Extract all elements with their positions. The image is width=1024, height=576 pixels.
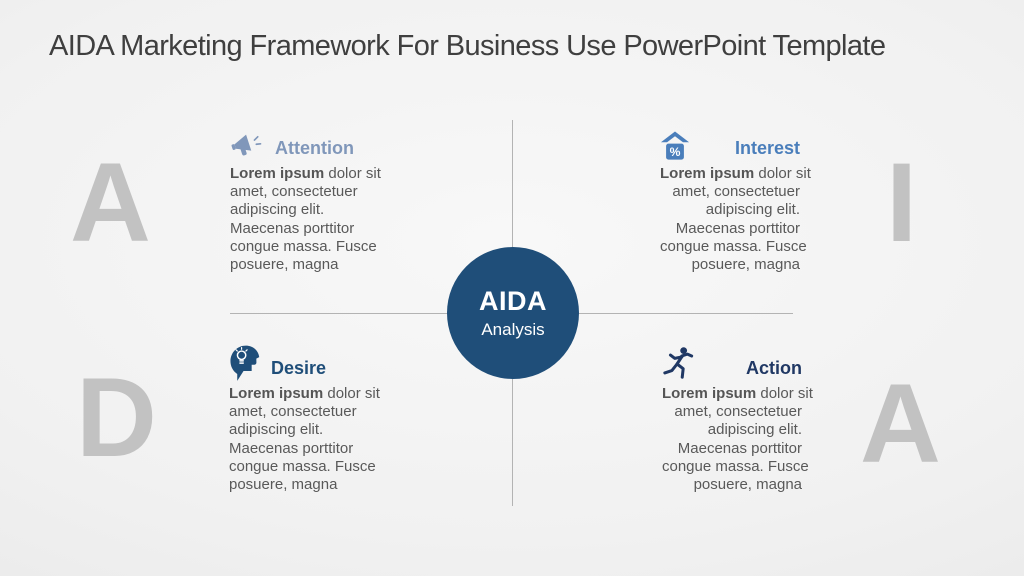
quadrant-interest-label: Interest bbox=[734, 138, 800, 159]
background-letter-bottom-right: A bbox=[860, 361, 941, 486]
body-line: posuere, magna bbox=[230, 256, 339, 274]
body-line-rest: dolor sit bbox=[324, 165, 381, 182]
quadrant-desire: Desire Lorem ipsum dolor sit amet, conse… bbox=[229, 344, 380, 494]
body-line: congue massa. Fusce bbox=[229, 457, 376, 475]
body-line: congue massa. Fusce bbox=[230, 237, 377, 255]
body-line: amet, consectetuer bbox=[229, 403, 357, 421]
body-line: Maecenas porttitor bbox=[229, 439, 354, 457]
center-circle: AIDA Analysis bbox=[447, 247, 579, 379]
body-line: Lorem ipsum dolor sit bbox=[660, 165, 811, 183]
divider-horizontal-left bbox=[230, 313, 449, 314]
body-line: posuere, magna bbox=[693, 476, 802, 494]
quadrant-attention: Attention Lorem ipsum dolor sit amet, co… bbox=[230, 124, 381, 274]
house-percent-icon: % bbox=[660, 130, 690, 162]
body-line: Lorem ipsum dolor sit bbox=[662, 385, 813, 403]
body-line: Maecenas porttitor bbox=[675, 219, 800, 237]
body-line: Maecenas porttitor bbox=[677, 439, 802, 457]
megaphone-icon bbox=[230, 134, 264, 162]
background-letter-top-left: A bbox=[70, 140, 151, 265]
body-line-rest: dolor sit bbox=[756, 385, 813, 402]
body-line: Lorem ipsum dolor sit bbox=[230, 165, 381, 183]
body-line: congue massa. Fusce bbox=[660, 237, 807, 255]
svg-text:%: % bbox=[670, 145, 681, 159]
body-line: adipiscing elit. bbox=[230, 201, 325, 219]
running-person-icon bbox=[662, 346, 694, 382]
body-lead: Lorem ipsum bbox=[662, 385, 757, 402]
slide-title: AIDA Marketing Framework For Business Us… bbox=[49, 30, 886, 62]
body-line: amet, consectetuer bbox=[674, 403, 802, 421]
body-line: adipiscing elit. bbox=[229, 421, 324, 439]
quadrant-action-label: Action bbox=[746, 358, 802, 379]
quadrant-action: Action Lorem ipsum dolor sit amet, conse… bbox=[662, 344, 813, 494]
quadrant-attention-body: Lorem ipsum dolor sit amet, consectetuer… bbox=[230, 165, 381, 274]
center-subtitle: Analysis bbox=[481, 320, 545, 339]
body-line: Maecenas porttitor bbox=[230, 219, 355, 237]
body-line: adipiscing elit. bbox=[707, 421, 802, 439]
quadrant-desire-body: Lorem ipsum dolor sit amet, consectetuer… bbox=[229, 385, 380, 494]
quadrant-interest-header: % Interest bbox=[660, 124, 800, 162]
body-lead: Lorem ipsum bbox=[229, 385, 324, 402]
quadrant-action-header: Action bbox=[662, 344, 802, 382]
background-letter-bottom-left: D bbox=[76, 355, 157, 480]
body-line: congue massa. Fusce bbox=[662, 457, 809, 475]
body-line: adipiscing elit. bbox=[705, 201, 800, 219]
background-letter-top-right: I bbox=[886, 140, 918, 265]
body-line: Lorem ipsum dolor sit bbox=[229, 385, 380, 403]
divider-horizontal-right bbox=[577, 313, 793, 314]
body-lead: Lorem ipsum bbox=[660, 165, 755, 182]
body-line: amet, consectetuer bbox=[672, 183, 800, 201]
body-line: posuere, magna bbox=[229, 476, 338, 494]
quadrant-interest-body: Lorem ipsum dolor sit amet, consectetuer… bbox=[660, 165, 811, 274]
body-line-rest: dolor sit bbox=[754, 165, 811, 182]
center-title: AIDA bbox=[479, 286, 547, 316]
quadrant-action-body: Lorem ipsum dolor sit amet, consectetuer… bbox=[662, 385, 813, 494]
body-line: posuere, magna bbox=[691, 256, 800, 274]
head-lightbulb-icon bbox=[229, 344, 260, 382]
quadrant-attention-header: Attention bbox=[230, 124, 370, 162]
body-lead: Lorem ipsum bbox=[230, 165, 325, 182]
quadrant-desire-header: Desire bbox=[229, 344, 369, 382]
quadrant-desire-label: Desire bbox=[271, 358, 327, 379]
body-line: amet, consectetuer bbox=[230, 183, 358, 201]
body-line-rest: dolor sit bbox=[323, 385, 380, 402]
quadrant-interest: % Interest Lorem ipsum dolor sit amet, c… bbox=[660, 124, 811, 274]
divider-vertical-top bbox=[512, 120, 513, 248]
divider-vertical-bottom bbox=[512, 378, 513, 506]
quadrant-attention-label: Attention bbox=[275, 138, 354, 159]
